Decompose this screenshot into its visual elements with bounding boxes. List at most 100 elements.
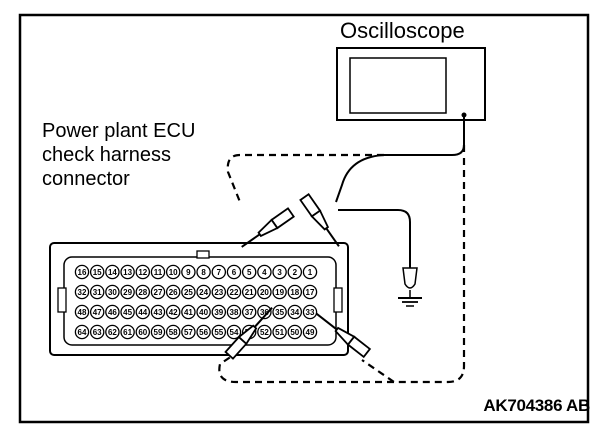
connector-pin (211, 264, 227, 280)
connector-pin (257, 284, 272, 300)
connector-pin (287, 284, 303, 300)
connector-pin (150, 304, 166, 320)
connector-pin-label: 9 (186, 268, 191, 277)
connector-pin (302, 284, 318, 300)
connector-pin-label: 39 (214, 308, 223, 317)
connector-pin (135, 264, 151, 280)
connector-pin-label: 60 (138, 328, 147, 337)
connector-pin (241, 264, 257, 280)
connector-pin (181, 304, 196, 320)
connector-pin (302, 324, 318, 340)
oscilloscope-label: Oscilloscope (340, 18, 465, 43)
connector-pin (165, 324, 181, 340)
connector-pin (226, 304, 242, 320)
probe-left-icon (241, 207, 295, 248)
connector-pin-label: 31 (93, 288, 102, 297)
connector-left-tab (57, 287, 67, 313)
connector-pin (89, 324, 105, 340)
connector-pin-label: 25 (184, 288, 193, 297)
connector-pin (150, 264, 166, 280)
connector-pin-label: 32 (78, 288, 87, 297)
connector-pin-label: 62 (108, 328, 117, 337)
connector-pin-label: 24 (199, 288, 208, 297)
connector-pin-label: 36 (260, 308, 269, 317)
connector-pin-label: 12 (138, 268, 147, 277)
ecu-label-line1: Power plant ECU (42, 120, 196, 142)
connector-pin (302, 264, 318, 280)
connector-pin (74, 264, 90, 280)
ecu-label-line2: check harness (42, 144, 171, 166)
connector-pin-label: 49 (306, 328, 315, 337)
oscilloscope (336, 47, 486, 121)
connector-pin (196, 284, 211, 300)
ground-wire (338, 209, 411, 268)
connector-pin (120, 324, 135, 340)
connector-pin-label: 42 (169, 308, 178, 317)
connector-pin-label: 10 (169, 268, 178, 277)
connector-pin-label: 30 (108, 288, 117, 297)
connector-pin (226, 264, 242, 280)
probe-lower-right-icon (315, 312, 372, 359)
connector-pin (211, 284, 227, 300)
connector-pin-label: 17 (306, 288, 315, 297)
connector-pin-label: 28 (138, 288, 147, 297)
connector-pin-label: 44 (138, 308, 147, 317)
connector-pin (181, 264, 196, 280)
connector-right-tab (333, 287, 343, 313)
connector-pin-label: 4 (262, 268, 267, 277)
connector-pin (120, 264, 135, 280)
connector-pin-label: 58 (169, 328, 178, 337)
oscilloscope-screen (349, 57, 447, 114)
ground-clip-icon (402, 267, 418, 298)
connector-pin-label: 6 (232, 268, 237, 277)
connector-pin (196, 304, 211, 320)
connector-pin (105, 284, 120, 300)
connector-pin-label: 14 (108, 268, 117, 277)
connector-pin-label: 8 (201, 268, 206, 277)
connector-pin (120, 304, 135, 320)
connector-pin-label: 48 (78, 308, 87, 317)
connector-pin (241, 284, 257, 300)
connector-pin (196, 264, 211, 280)
connector-pin (181, 324, 196, 340)
connector-pin-label: 64 (78, 328, 87, 337)
dashed-wire-right (361, 158, 466, 384)
figure-code: AK704386 AB (483, 396, 590, 415)
connector-pin (165, 304, 181, 320)
connector-pin (120, 284, 135, 300)
signal-wire (335, 115, 465, 203)
connector-pin-label: 35 (275, 308, 284, 317)
connector-pin (105, 324, 120, 340)
connector-pin (257, 324, 272, 340)
connector-pin-label: 16 (78, 268, 87, 277)
connector-pin (150, 324, 166, 340)
connector-pin-label: 63 (93, 328, 102, 337)
connector-pin (287, 324, 303, 340)
connector-pin (287, 304, 303, 320)
connector-pin (272, 304, 287, 320)
connector-pin-label: 29 (123, 288, 132, 297)
connector-pin (226, 284, 242, 300)
connector-pin (135, 304, 151, 320)
connector-pin-label: 51 (275, 328, 284, 337)
connector-pin (135, 324, 151, 340)
connector-pin-label: 59 (154, 328, 163, 337)
connector-pin-label: 7 (217, 268, 222, 277)
connector-pin-label: 18 (290, 288, 299, 297)
connector-pin (196, 324, 211, 340)
connector-pin-label: 1 (308, 268, 313, 277)
connector-pin-label: 45 (123, 308, 132, 317)
connector-pin-label: 55 (214, 328, 223, 337)
connector-pin-label: 54 (230, 328, 239, 337)
connector-pin (105, 264, 120, 280)
probe-lower-left-icon (224, 307, 273, 360)
connector-pin-label: 2 (293, 268, 298, 277)
connector-pin-label: 26 (169, 288, 178, 297)
connector-pin-label: 19 (275, 288, 284, 297)
connector-pin-label: 57 (184, 328, 193, 337)
connector-pin-label: 47 (93, 308, 102, 317)
dashed-wire-lower-left (218, 351, 394, 384)
connector-pin-label: 5 (247, 268, 252, 277)
connector-pin (287, 264, 303, 280)
